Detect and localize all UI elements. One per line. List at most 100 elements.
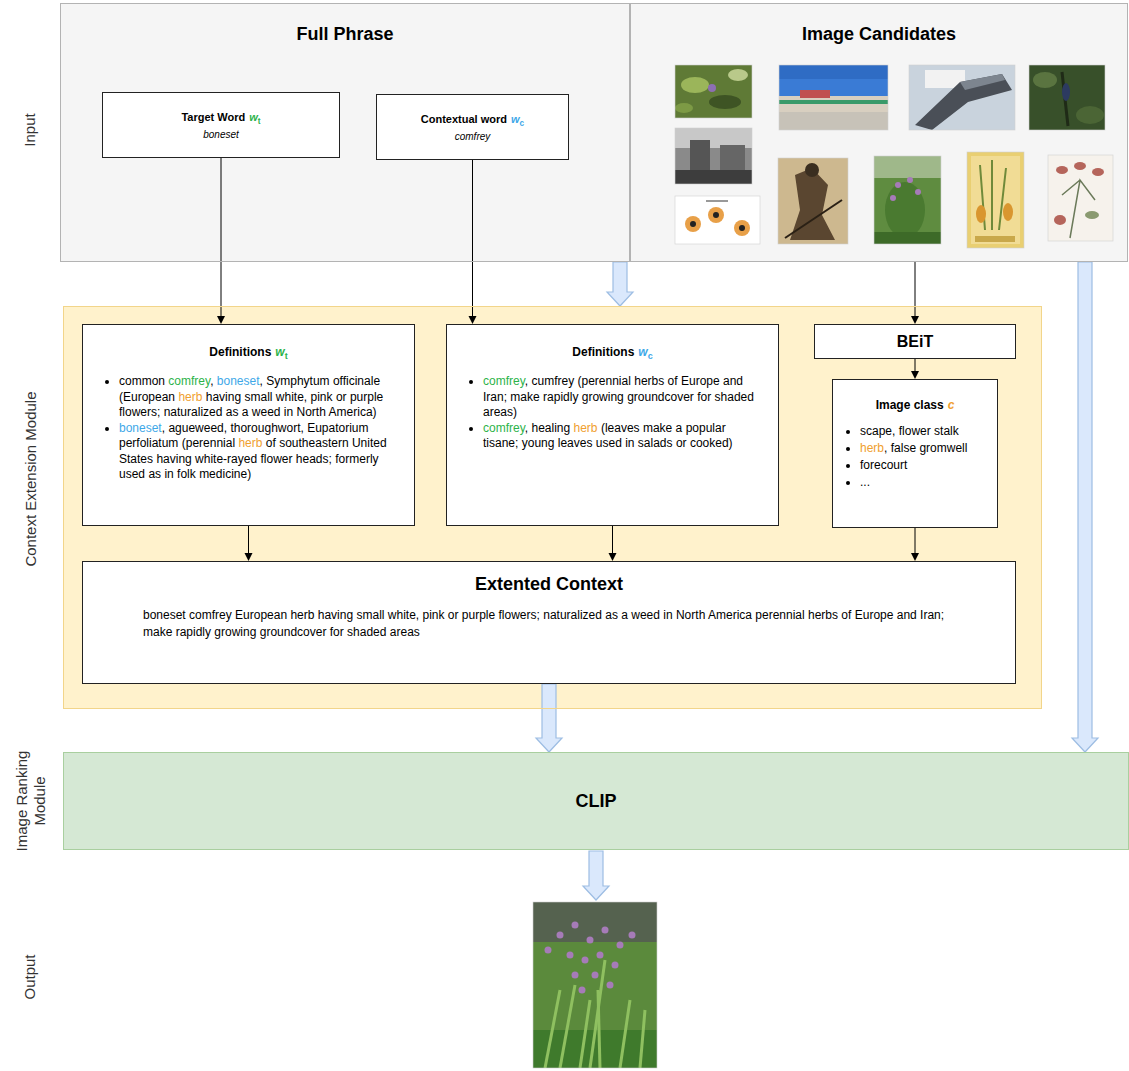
image-detail [580, 1000, 590, 1068]
arrow-head [911, 553, 919, 561]
row-label-wrap: Input [21, 80, 39, 180]
image-detail [560, 985, 575, 1068]
module-name: BEiT [815, 325, 1015, 358]
image-detail [557, 932, 564, 939]
panel-title: Full Phrase [61, 23, 629, 45]
bullet-list: scape, flower stalkherb, false gromwellf… [833, 423, 997, 491]
extended-context-box: Extented Contextboneset comfrey European… [82, 561, 1016, 684]
arrow-head [911, 371, 919, 379]
bullet-item: comfrey, healing herb (leaves make a pop… [483, 421, 756, 452]
symbol: c [948, 398, 955, 412]
heading-text: Image class [876, 398, 944, 412]
image-detail [675, 103, 693, 113]
image-detail [597, 952, 604, 959]
image-detail [895, 182, 901, 188]
arrow-connector [911, 528, 919, 561]
image-detail [1033, 72, 1057, 88]
module-name: CLIP [64, 753, 1128, 849]
image-ground [909, 65, 1015, 130]
connector-line [915, 528, 916, 553]
panel-fill [63, 752, 1129, 850]
panel-fill [630, 3, 1128, 262]
image-detail [629, 932, 636, 939]
symbol: w [638, 345, 647, 359]
image-content [675, 128, 752, 184]
panel-title: Image Candidates [631, 23, 1127, 45]
image-detail [587, 937, 594, 944]
image-detail [709, 95, 741, 109]
image-content [533, 902, 657, 1068]
image-detail [617, 942, 624, 949]
bullet-item: forecourt [860, 457, 991, 474]
image-detail [728, 69, 748, 81]
connector-line [248, 526, 249, 553]
highlight-word: comfrey [168, 374, 210, 388]
image-content [909, 65, 1015, 130]
image-detail [567, 952, 574, 959]
image-detail [1062, 180, 1095, 238]
panel-fill [63, 306, 1042, 709]
image-detail [690, 140, 710, 170]
image-detail [708, 84, 716, 92]
image-detail [545, 947, 552, 954]
connector-line [472, 160, 473, 316]
connector-line [612, 526, 613, 553]
symbol: w [275, 345, 284, 359]
subscript: t [258, 117, 261, 126]
word-value: boneset [103, 128, 339, 141]
image-content [779, 65, 888, 130]
image-detail [976, 205, 986, 223]
image-detail [890, 195, 896, 201]
image-detail [533, 902, 657, 942]
word-box: Contextual wordwccomfrey [376, 94, 569, 160]
flow-arrow [536, 684, 562, 752]
image-detail [690, 221, 696, 227]
image-detail [1074, 162, 1086, 170]
highlight-word: comfrey [483, 421, 525, 435]
candidate-image [779, 65, 888, 130]
panel-fill [60, 3, 630, 262]
image-detail [915, 189, 921, 195]
bullet-item: scape, flower stalk [860, 423, 991, 440]
candidate-image [909, 65, 1015, 130]
image-content [967, 152, 1024, 248]
image-detail [640, 1010, 645, 1068]
image-detail [779, 65, 888, 79]
arrow-head [217, 316, 225, 324]
row-label-wrap: Output [21, 927, 39, 1027]
context-text: boneset comfrey European herb having sma… [83, 607, 1015, 641]
candidate-image [675, 128, 752, 184]
image-detail [915, 74, 1012, 130]
highlight-word: herb [860, 441, 884, 455]
bullet-list: comfrey, cumfrey (perennial herbs of Eur… [447, 374, 778, 452]
connector-line [915, 359, 916, 371]
arrow-connector [609, 526, 617, 561]
panel-fills [60, 3, 1129, 850]
image-ground [967, 152, 1024, 248]
image-detail [785, 200, 842, 238]
output-image [533, 902, 657, 1068]
flow-arrow-shape [1072, 262, 1098, 752]
image-detail [612, 962, 619, 969]
image-detail [602, 927, 609, 934]
heading-line: Target Wordwt [103, 110, 339, 124]
image-detail [1003, 203, 1013, 221]
image-detail [708, 207, 724, 223]
image-detail [620, 1000, 630, 1068]
image-content [1048, 155, 1113, 241]
image-ground [675, 196, 760, 244]
image-content [675, 65, 752, 118]
connector-line [221, 158, 222, 316]
arrow-connector [245, 526, 253, 561]
image-detail [685, 216, 701, 232]
arrow-connector [469, 160, 477, 324]
image-detail [590, 960, 605, 1068]
flow-arrow [607, 262, 633, 306]
bullet-list: common comfrey, boneset, Symphytum offic… [83, 374, 414, 483]
module-band: Context Extension ModuleDefinitionswtcom… [63, 306, 1042, 709]
image-frame [675, 65, 752, 118]
heading-line: Image class c [833, 398, 997, 413]
image-ground [1048, 155, 1113, 241]
bullet-item: herb, false gromwell [860, 440, 991, 457]
image-detail [874, 156, 941, 178]
